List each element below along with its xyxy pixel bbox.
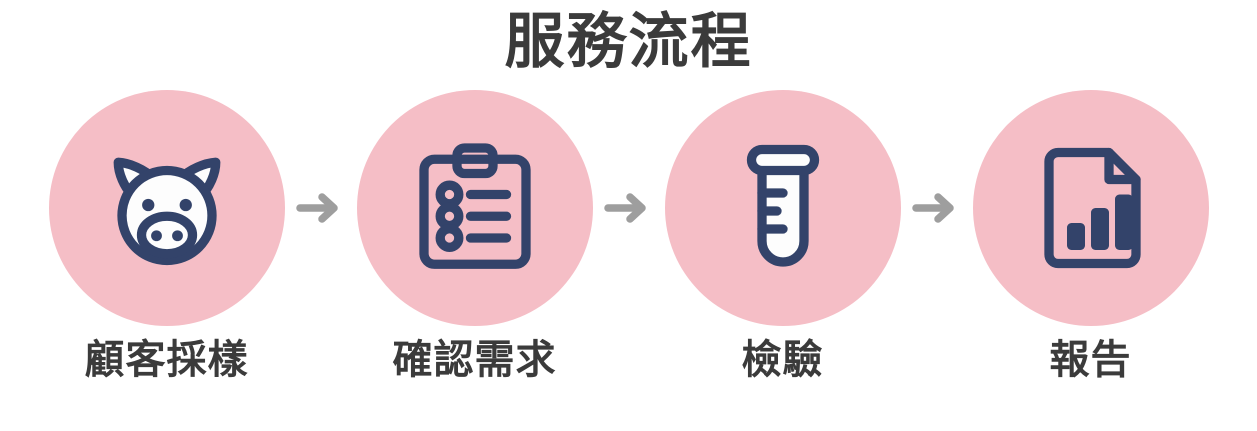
arrow-right-icon-3: [901, 178, 973, 238]
step-2-label: 確認需求: [392, 337, 557, 383]
process-step-1[interactable]: [48, 90, 285, 326]
process-step-4[interactable]: [972, 90, 1209, 326]
pig-face-icon: [92, 133, 242, 283]
process-flow-row: [0, 88, 1257, 328]
clipboard-checklist-icon: [400, 133, 550, 283]
step-4-label: 報告: [1049, 337, 1132, 383]
step-2-circle-background: [356, 90, 593, 326]
process-step-3[interactable]: [664, 90, 901, 326]
step-4-circle-background: [972, 90, 1209, 326]
process-step-2[interactable]: [356, 90, 593, 326]
step-1-label: 顧客採樣: [84, 337, 249, 383]
arrow-right-icon-1: [285, 178, 357, 238]
step-3-label: 檢驗: [741, 337, 824, 383]
arrow-right-icon-2: [593, 178, 665, 238]
document-bar-chart-icon: [1016, 133, 1166, 283]
page-title: 服務流程: [504, 7, 753, 77]
test-tube-icon: [708, 133, 858, 283]
process-labels-row: 顧客採樣 確認需求 檢驗 報告: [0, 336, 1257, 416]
